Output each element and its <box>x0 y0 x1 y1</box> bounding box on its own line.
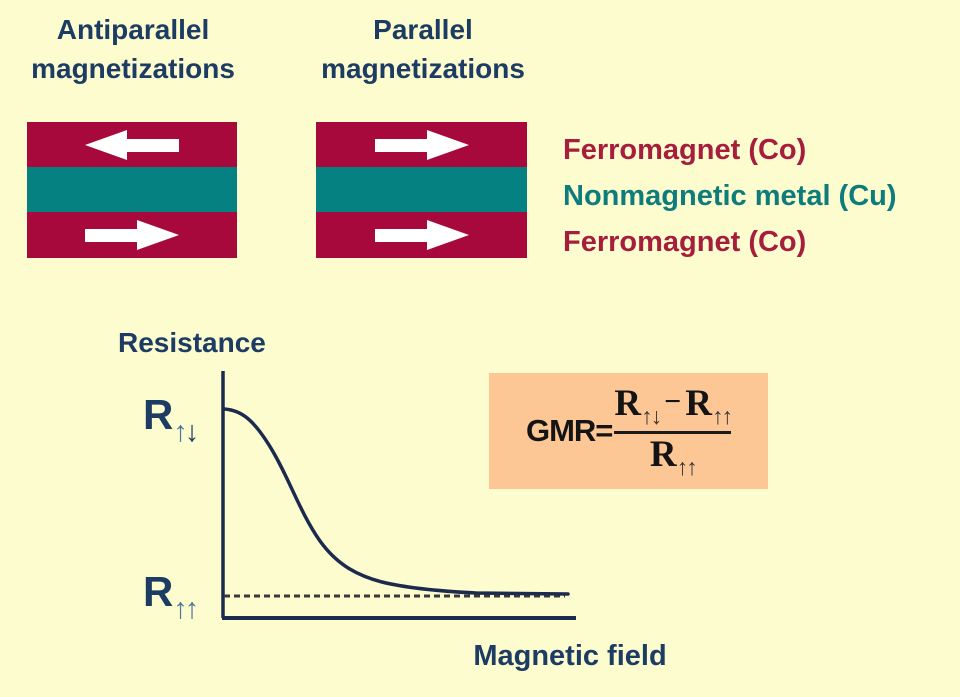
parallel-layer-stack <box>316 122 527 258</box>
up-arrow-glyph: ↑ <box>173 593 187 625</box>
resistance-vs-field-chart <box>221 371 576 620</box>
parallel-title-line2: magnetizations <box>321 53 525 84</box>
gmr-numerator: R↑↓−R↑↑ <box>614 382 733 429</box>
r-antiparallel-label: R↑↓ <box>143 391 199 448</box>
antiparallel-layer-stack <box>27 122 237 258</box>
numerator-sub1: ↑↓ <box>641 403 662 429</box>
antiparallel-title-line1: Antiparallel <box>56 14 210 45</box>
legend-ferromagnet-top: Ferromagnet (Co) <box>563 134 807 166</box>
x-axis-title: Magnetic field <box>473 640 667 672</box>
y-axis-title: Resistance <box>118 327 266 358</box>
gmr-denominator: R↑↑ <box>649 433 698 480</box>
up-arrow-glyph: ↑ <box>184 593 199 625</box>
magnetization-arrow-right-icon <box>374 129 469 160</box>
ferromagnet-layer-top <box>316 122 527 167</box>
magnetization-arrow-left-icon <box>85 129 179 160</box>
numerator-r1: R <box>614 382 642 424</box>
gmr-formula-box: GMR= R↑↓−R↑↑ R↑↑ <box>489 373 768 489</box>
antiparallel-title-line2: magnetizations <box>31 53 235 84</box>
gmr-fraction: R↑↓−R↑↑ R↑↑ <box>614 382 733 480</box>
nonmagnetic-spacer-layer <box>27 167 237 212</box>
legend-ferromagnet-bottom: Ferromagnet (Co) <box>563 226 807 258</box>
gmr-formula-lhs: GMR= <box>525 413 613 448</box>
nonmagnetic-spacer-layer <box>316 167 527 212</box>
parallel-title: Parallel magnetizations <box>293 10 553 88</box>
denominator-r: R <box>649 433 677 475</box>
magnetization-arrow-right-icon <box>85 220 179 250</box>
ferromagnet-layer-bottom <box>316 212 527 258</box>
ferromagnet-layer-bottom <box>27 212 237 258</box>
parallel-title-line1: Parallel <box>373 14 473 45</box>
magnetization-arrow-right-icon <box>374 220 469 250</box>
up-arrow-glyph: ↑ <box>173 416 187 448</box>
minus-sign: − <box>664 384 682 418</box>
r-parallel-label: R↑↑ <box>143 568 199 625</box>
numerator-r2: R <box>685 382 712 424</box>
ferromagnet-layer-top <box>27 122 237 167</box>
r-parallel-base: R <box>143 568 174 615</box>
r-antiparallel-base: R <box>143 391 174 438</box>
fraction-bar <box>614 430 731 434</box>
down-arrow-glyph: ↓ <box>184 416 199 448</box>
numerator-sub2: ↑↑ <box>712 403 733 429</box>
layer-legend: Ferromagnet (Co) Nonmagnetic metal (Cu) … <box>563 127 897 265</box>
denominator-sub: ↑↑ <box>676 454 698 480</box>
resistance-curve <box>222 407 570 596</box>
legend-nonmagnetic-metal: Nonmagnetic metal (Cu) <box>563 180 897 212</box>
antiparallel-title: Antiparallel magnetizations <box>8 10 258 88</box>
